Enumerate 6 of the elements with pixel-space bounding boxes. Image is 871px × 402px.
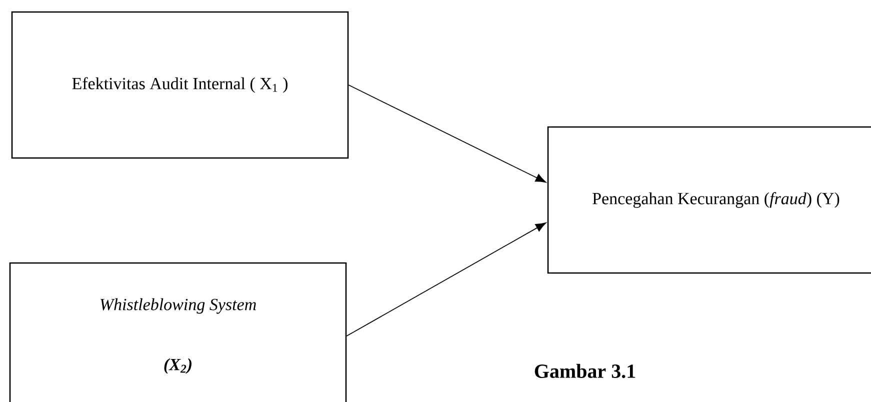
variable-box: Whistleblowing System (X$_{2}$)	[9, 262, 347, 402]
arrow	[348, 84, 546, 183]
variable-box: Efektivitas Audit Internal ( X$_{1}$ )	[11, 11, 349, 159]
variable-box: Pencegahan Kecurangan (fraud) (Y)	[547, 126, 871, 274]
arrow	[346, 222, 546, 336]
figure-caption: Gambar 3.1	[534, 364, 636, 378]
